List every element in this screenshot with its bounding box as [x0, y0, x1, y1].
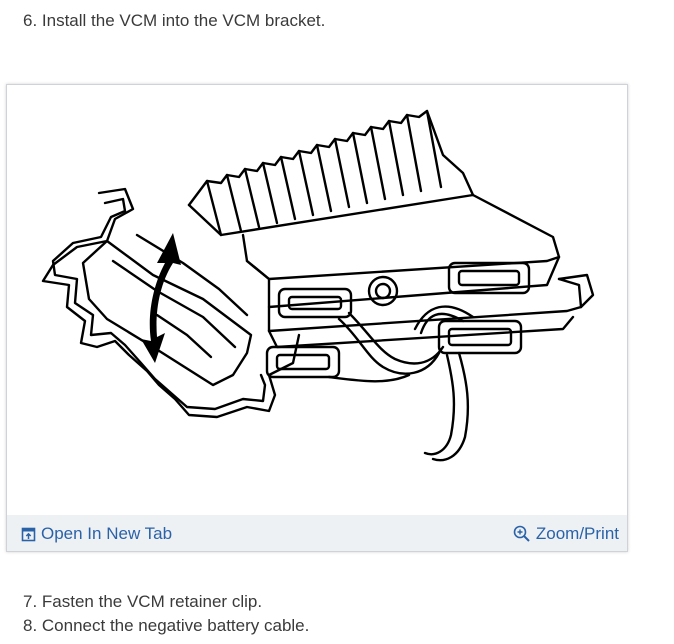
open-new-tab-icon	[21, 527, 36, 542]
open-new-tab-label: Open In New Tab	[41, 524, 173, 543]
step-7-text: 7. Fasten the VCM retainer clip.	[23, 592, 263, 611]
step-8-text: 8. Connect the negative battery cable.	[23, 616, 310, 635]
zoom-print-label: Zoom/Print	[535, 524, 619, 543]
figure-toolbar: Open In New Tab Zoom/Print	[7, 515, 627, 551]
figure-card: Open In New Tab Zoom/Print	[6, 84, 628, 552]
step-6-text: 6. Install the VCM into the VCM bracket.	[23, 11, 326, 30]
open-new-tab-link[interactable]: Open In New Tab	[21, 524, 172, 544]
zoom-in-icon	[513, 525, 531, 543]
vcm-bracket-illustration	[41, 109, 595, 462]
zoom-print-link[interactable]: Zoom/Print	[513, 524, 619, 544]
